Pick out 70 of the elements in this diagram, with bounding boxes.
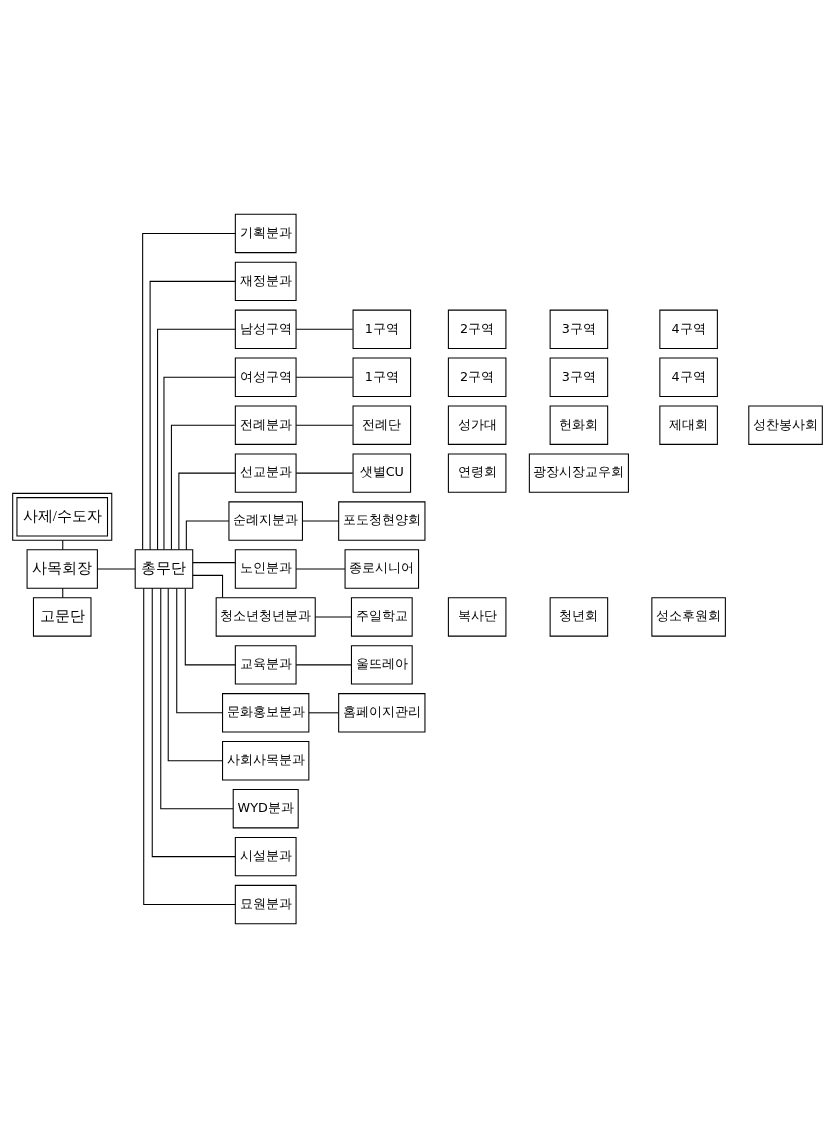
node-box: 광장시장교우회 [528,453,629,493]
node-box: 복사단 [447,597,507,637]
connector [151,587,236,858]
node-box: 여성구역 [234,357,297,397]
node-box: 전례단 [352,405,412,445]
connector [192,574,224,599]
node-box: 1구역 [352,309,412,350]
node-box: 3구역 [549,357,609,397]
connector [185,520,230,551]
node-box: 고문단 [32,597,92,637]
node-box: 남성구역 [234,309,297,350]
connector [178,472,236,551]
connector [176,587,223,714]
node-box: 청년회 [549,597,609,637]
node-box: 2구역 [447,357,507,397]
node-box: 2구역 [447,309,507,350]
connector [295,424,354,426]
connector [149,280,236,551]
node-box: 4구역 [659,357,718,397]
node-box: 성찬봉사회 [748,405,823,445]
node-box: 노인분과 [234,549,297,589]
node-box: 헌화회 [549,405,609,445]
node-box: 종로시니어 [344,549,420,589]
node-box: 샛별CU [352,453,412,493]
node-box: 3구역 [549,309,609,350]
node-box: 연령회 [447,453,507,493]
connector [308,712,340,714]
node-box: 울뜨레아 [350,645,413,685]
connector [62,587,64,599]
node-box: 사목회장 [26,549,98,589]
connector [184,587,236,666]
connector [295,664,352,666]
node-box: 청소년청년분과 [215,597,316,637]
node-box: 사회사목분과 [222,741,310,781]
node-box: 주일학교 [350,597,413,637]
node-box: 선교분과 [234,453,297,493]
connector [302,520,340,522]
node-box: 사제/수도자 [12,492,113,541]
connector [163,376,236,551]
connector [170,424,236,551]
node-box: 문화홍보분과 [222,693,310,733]
connector [295,472,354,474]
node-box: 4구역 [659,309,718,350]
node-box: 총무단 [134,549,194,589]
node-box: 성소후원회 [651,597,726,637]
node-box: 포도청현양회 [338,501,426,541]
node-box: WYD분과 [232,788,299,829]
connector [295,568,346,570]
node-box: 묘원분과 [234,884,297,925]
node-box: 성가대 [447,405,507,445]
connector [62,539,64,551]
node-box: 1구역 [352,357,412,397]
connector [160,587,234,810]
node-box: 시설분과 [234,836,297,877]
connector [295,376,354,378]
node-box: 전례분과 [234,405,297,445]
node-box: 홈페이지관리 [338,693,426,733]
connector [97,568,136,570]
node-box: 순례지분과 [228,501,303,541]
connector [143,587,236,906]
node-box: 제대회 [659,405,718,445]
connector [192,562,236,564]
node-box: 교육분과 [234,645,297,685]
connector [157,328,236,551]
node-box: 재정분과 [234,261,297,302]
connector [142,232,236,551]
connector [167,587,223,762]
node-box: 기획분과 [234,213,297,254]
connector [295,328,354,330]
connector [314,616,352,618]
